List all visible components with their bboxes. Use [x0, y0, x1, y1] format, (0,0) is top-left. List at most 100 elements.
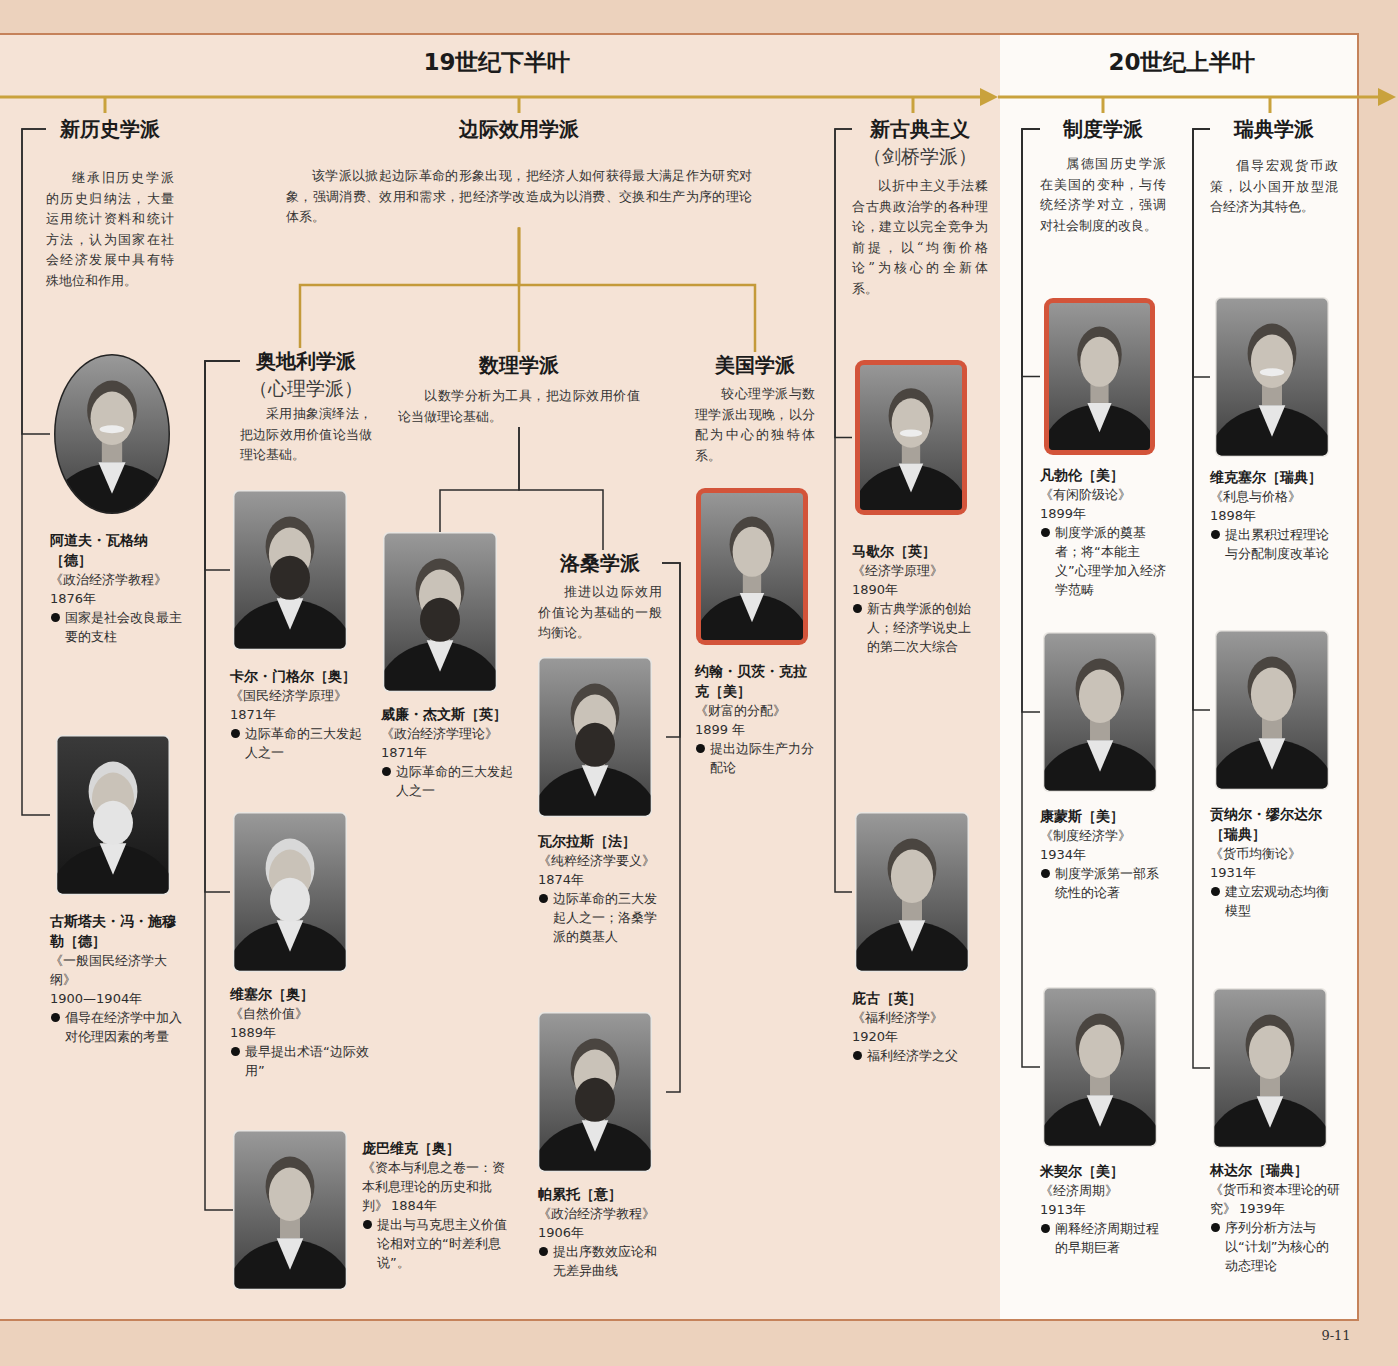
figure-collar: [427, 640, 454, 671]
portrait-holder: [54, 354, 170, 514]
publication-year: 1874年: [538, 870, 666, 889]
photo-figure: [1045, 634, 1156, 791]
economist-name: 庞巴维克［奥］: [362, 1138, 517, 1158]
book-title: 《政治经济学理论》: [381, 724, 516, 743]
publication-year: 1890年: [852, 580, 982, 599]
contribution-bullet: 新古典学派的创始人；经济学说史上的第二次大综合: [852, 599, 982, 656]
economist-name: 林达尔［瑞典］: [1210, 1160, 1340, 1180]
book-title: 《自然价值》: [230, 1004, 370, 1023]
portrait-holder: [1044, 298, 1155, 455]
portrait-photo: [1044, 298, 1155, 455]
portrait-holder: [855, 812, 969, 972]
figure-face: [1080, 337, 1118, 387]
book-title: 《政治经济学教程》: [50, 570, 185, 589]
book-title: 《纯粹经济学要义》: [538, 851, 666, 870]
tree-connector: [1022, 129, 1040, 712]
card-text: 帕累托［意］《政治经济学教程》1906年提出序数效应论和无差异曲线: [538, 1012, 666, 1280]
tree-connector: [662, 563, 680, 1092]
portrait-photo: [696, 488, 808, 645]
page-number: 9-11: [1321, 1327, 1350, 1345]
book-title: 《利息与价格》: [1210, 487, 1340, 506]
economist-card: 米契尔［美］《经济周期》1913年阐释经济周期过程的早期巨著: [1040, 987, 1168, 1257]
photo-figure: [1045, 989, 1156, 1146]
figure-beard: [270, 878, 310, 922]
publication-year: 1884年: [391, 1198, 437, 1213]
figure-collar: [277, 920, 304, 951]
school-heading: 数理学派以数学分析为工具，把边际效用价值论当做理论基础。: [398, 352, 640, 427]
portrait-holder: [1215, 297, 1329, 457]
book-title: 《经济学原理》: [852, 561, 982, 580]
card-text: 米契尔［美］《经济周期》1913年阐释经济周期过程的早期巨著: [1040, 987, 1168, 1257]
school-name: 制度学派: [1040, 116, 1166, 142]
publication-year: 1939年: [1239, 1201, 1285, 1216]
photo-figure: [1217, 299, 1328, 456]
publication-year: 1871年: [230, 705, 370, 724]
photo-figure: [860, 365, 962, 510]
economist-name: 威廉・杰文斯［英］: [381, 704, 516, 724]
publication-year: 1920年: [852, 1027, 982, 1046]
economist-name: 马歇尔［英］: [852, 541, 982, 561]
photo-figure: [385, 534, 496, 691]
portrait-photo: [1215, 630, 1329, 790]
publication-year: 1934年: [1040, 845, 1168, 864]
figure-collar: [100, 843, 127, 874]
figure-beard: [420, 598, 460, 642]
book-title: 《财富的分配》: [695, 701, 817, 720]
publication-year: 1900—1904年: [50, 989, 185, 1008]
card-text: 维塞尔［奥］《自然价值》1889年最早提出术语“边际效用”: [230, 812, 370, 1080]
school-heading: 新古典主义（剑桥学派）以折中主义手法糅合古典政治学的各种理论，建立以完全竞争为前…: [852, 116, 988, 299]
contribution-bullet: 国家是社会改良最主要的支柱: [50, 608, 185, 646]
economist-name: 维克塞尔［瑞典］: [1210, 467, 1340, 487]
portrait-holder: [538, 1012, 652, 1172]
economist-card: 康蒙斯［美］《制度经济学》1934年制度学派第一部系统性的论著: [1040, 632, 1168, 902]
publication-year: 1906年: [538, 1223, 666, 1242]
publication-year: 1889年: [230, 1023, 370, 1042]
portrait-photo: [383, 532, 497, 692]
photo-ground: [54, 354, 170, 514]
card-text: 林达尔［瑞典］《货币和资本理论的研究》1939年序列分析方法与以“计划”为核心的…: [1210, 988, 1340, 1275]
photo-figure: [54, 354, 170, 514]
contribution-bullet: 提出边际生产力分配论: [695, 739, 817, 777]
portrait-holder: [233, 812, 347, 972]
book-title: 《经济周期》: [1040, 1181, 1168, 1200]
timeline-tick: [518, 97, 521, 113]
portrait-photo: [538, 1012, 652, 1172]
portrait-holder: [1215, 630, 1329, 790]
book-title: 《一般国民经济学大纲》: [50, 951, 185, 989]
tree-connector: [205, 361, 240, 1210]
portrait-photo: [855, 812, 969, 972]
economist-card: 凡勃伦［美］《有闲阶级论》1899年制度学派的奠基者；将“本能主义”心理学加入经…: [1040, 298, 1168, 599]
book-line: 《货币和资本理论的研究》1939年: [1210, 1180, 1340, 1218]
economist-name: 维塞尔［奥］: [230, 984, 370, 1004]
book-title: 《政治经济学教程》: [538, 1204, 666, 1223]
tree-connector: [835, 129, 852, 892]
contribution-bullet: 阐释经济周期过程的早期巨著: [1040, 1219, 1168, 1257]
portrait-holder: [383, 532, 497, 692]
timeline-tick: [1102, 97, 1105, 113]
portrait-photo: [538, 657, 652, 817]
book-title: 《福利经济学》: [852, 1008, 982, 1027]
portrait-holder: [56, 735, 170, 895]
era-heading: 20世纪上半叶: [1108, 48, 1255, 76]
contribution-bullet: 提出序数效应论和无差异曲线: [538, 1242, 666, 1280]
figure-collar: [1087, 403, 1111, 432]
contribution-bullet: 倡导在经济学中加入对伦理因素的考量: [50, 1008, 185, 1046]
contribution-bullet: 边际革命的三大发起人之一: [381, 762, 516, 800]
economist-card: 维塞尔［奥］《自然价值》1889年最早提出术语“边际效用”: [230, 812, 370, 1080]
contribution-bullet: 建立宏观动态均衡模型: [1210, 882, 1340, 920]
figure-collar: [1087, 740, 1114, 771]
portrait-photo: [56, 735, 170, 895]
portrait-photo: [1213, 988, 1327, 1148]
book-title: 《国民经济学原理》: [230, 686, 370, 705]
school-description: 推进以边际效用价值论为基础的一般均衡论。: [538, 582, 662, 644]
school-description: 较心理学派与数理学派出现晚，以分配为中心的独特体系。: [695, 384, 815, 466]
contribution-bullet: 序列分析方法与以“计划”为核心的动态理论: [1210, 1218, 1340, 1275]
school-name: 奥地利学派: [240, 348, 372, 374]
figure-moustache: [100, 425, 125, 433]
card-text: 庇古［英］《福利经济学》1920年福利经济学之父: [852, 812, 982, 1065]
portrait-photo: [855, 360, 967, 515]
economist-card: 庞巴维克［奥］《资本与利息之卷一：资本利息理论的历史和批判》1884年提出与马克…: [233, 1130, 517, 1290]
timeline: [998, 96, 1384, 99]
photo-figure: [1217, 632, 1328, 789]
